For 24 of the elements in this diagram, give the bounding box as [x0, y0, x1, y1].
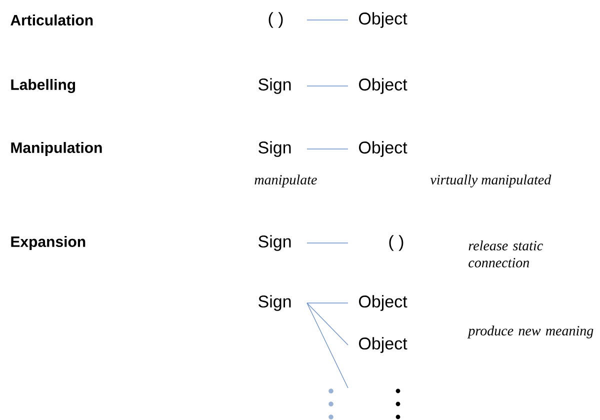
connector-line — [306, 242, 348, 244]
term-text: Object — [359, 78, 408, 94]
row-heading: Expansion — [11, 236, 86, 250]
note-text: release static connection — [468, 240, 543, 268]
connector-line — [306, 302, 348, 304]
note-text: manipulate — [254, 174, 317, 188]
term-text: Sign — [258, 235, 291, 251]
row-heading: Manipulation — [11, 142, 102, 156]
term-text: ( ) — [268, 12, 283, 28]
term-text: Object — [359, 12, 408, 28]
term-text: Sign — [258, 295, 291, 311]
row-heading: Labelling — [11, 78, 76, 94]
note-text: virtually manipulated — [430, 174, 552, 188]
term-text: ( ) — [389, 235, 404, 251]
term-text: Object — [359, 295, 408, 311]
term-text: Sign — [258, 141, 291, 157]
term-text: Object — [359, 141, 408, 157]
note-text: produce new meaning — [467, 326, 594, 338]
connector-line — [306, 302, 348, 346]
connector-line — [306, 302, 348, 388]
term-text: Object — [359, 337, 408, 353]
term-text: Sign — [258, 78, 291, 94]
row-heading: Articulation — [10, 14, 93, 26]
connector-line — [306, 148, 348, 150]
